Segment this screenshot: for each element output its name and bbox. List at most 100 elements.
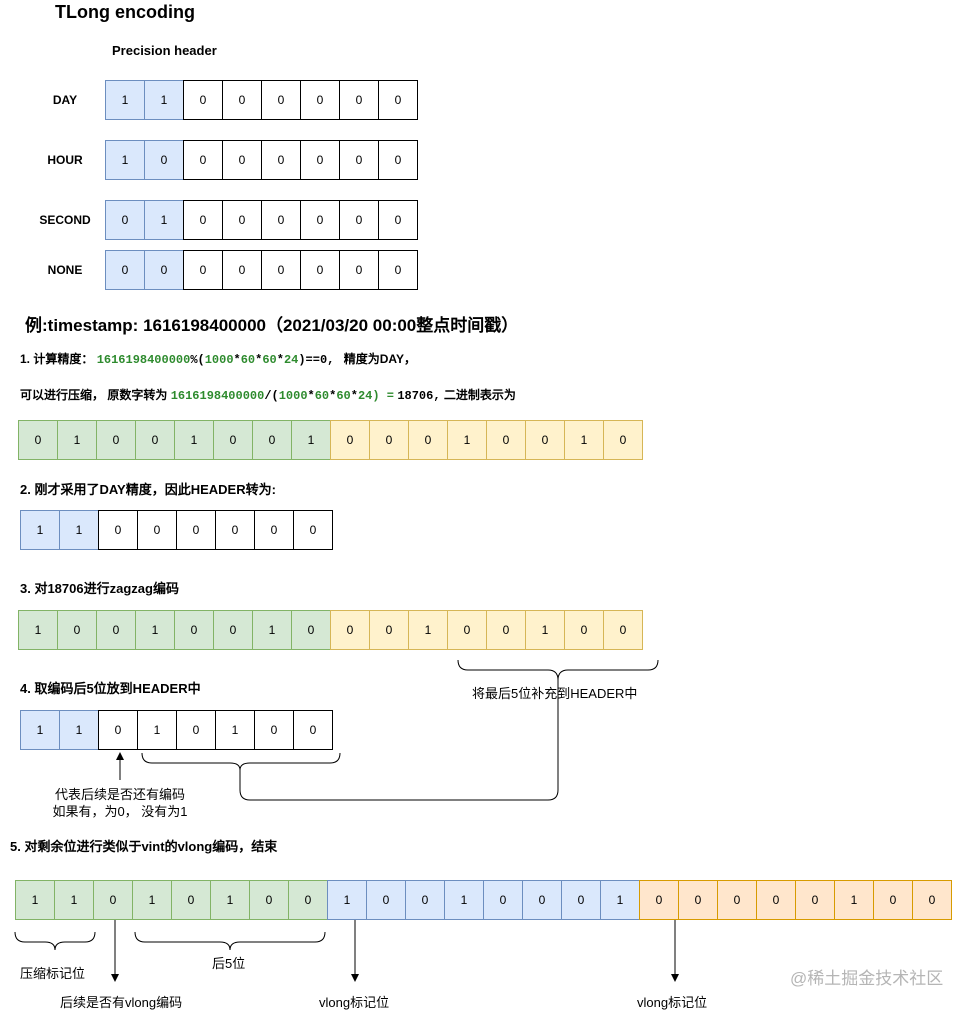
step1-op-mod: %( — [190, 353, 205, 367]
bit-cell: 0 — [137, 510, 177, 550]
bit-cell: 0 — [93, 880, 133, 920]
bit-cell: 0 — [261, 140, 301, 180]
bit-cell: 0 — [639, 880, 679, 920]
bit-cell: 0 — [261, 80, 301, 120]
step1-60a: 60 — [240, 353, 256, 367]
bit-cell: 0 — [252, 420, 292, 460]
bit-cell: 0 — [912, 880, 952, 920]
bit-cell: 0 — [378, 140, 418, 180]
watermark: @稀土掘金技术社区 — [790, 969, 944, 988]
step1-1000: 1000 — [204, 353, 234, 367]
step1-line: 1. 计算精度： 1616198400000%(1000*60*60*24)==… — [20, 350, 416, 367]
label-compress-flag: 压缩标记位 — [20, 966, 86, 981]
bit-cell: 1 — [408, 610, 448, 650]
step1b-number: 1616198400000 — [170, 389, 265, 403]
step1b-mul3: * — [350, 389, 358, 403]
bit-cell: 1 — [600, 880, 640, 920]
bit-cell: 1 — [252, 610, 292, 650]
bit-cell: 0 — [222, 80, 262, 120]
bit-cell: 1 — [291, 420, 331, 460]
bit-cell: 0 — [564, 610, 604, 650]
bit-cell: 0 — [378, 250, 418, 290]
bit-cell: 0 — [222, 140, 262, 180]
step1b-1000: 1000 — [278, 389, 308, 403]
header-caption: Precision header — [112, 43, 217, 58]
bit-cell: 1 — [215, 710, 255, 750]
bit-cell: 0 — [144, 250, 184, 290]
bit-cell: 0 — [369, 420, 409, 460]
bit-cell: 0 — [678, 880, 718, 920]
bit-cell: 0 — [261, 200, 301, 240]
bit-cell: 0 — [339, 200, 379, 240]
bit-cell: 0 — [522, 880, 562, 920]
bit-cell: 0 — [18, 420, 58, 460]
bit-cell: 0 — [293, 710, 333, 750]
step1-mul3: * — [276, 353, 284, 367]
bit-cell: 0 — [300, 140, 340, 180]
label-more-vlong: 后续是否有vlong编码 — [60, 995, 183, 1010]
bit-cell: 0 — [183, 80, 223, 120]
bit-cell: 1 — [54, 880, 94, 920]
bit-cell: 0 — [330, 610, 370, 650]
bit-cell: 0 — [486, 420, 526, 460]
bit-cell: 0 — [339, 250, 379, 290]
bit-cell: 1 — [59, 710, 99, 750]
bit-cell: 0 — [603, 420, 643, 460]
bit-cell: 0 — [330, 420, 370, 460]
label-vlong-flag-1: vlong标记位 — [319, 995, 390, 1010]
bit-cell: 0 — [293, 510, 333, 550]
step4-note-line2: 如果有，为0， 没有为1 — [52, 804, 188, 819]
step1b-result: 18706, — [397, 389, 441, 403]
step2-text: 2. 刚才采用了DAY精度，因此HEADER转为: — [20, 482, 276, 497]
step4-connector-line — [239, 680, 559, 801]
bit-cell: 0 — [525, 420, 565, 460]
bit-cell: 0 — [183, 140, 223, 180]
step1b-60a: 60 — [314, 389, 330, 403]
bit-cell: 1 — [327, 880, 367, 920]
step4-last5-brace — [141, 752, 341, 771]
step1b-60b: 60 — [336, 389, 351, 403]
step4-note-line1: 代表后续是否还有编码 — [54, 787, 185, 802]
bit-cell: 1 — [137, 710, 177, 750]
bit-cell: 0 — [795, 880, 835, 920]
label-vlong-flag-2: vlong标记位 — [637, 995, 708, 1010]
bit-cell: 0 — [98, 710, 138, 750]
bit-cell: 1 — [447, 420, 487, 460]
bit-cell: 0 — [174, 610, 214, 650]
bit-cell: 1 — [20, 510, 60, 550]
bit-cell: 0 — [213, 420, 253, 460]
bit-cell: 0 — [339, 140, 379, 180]
bit-cell: 0 — [98, 510, 138, 550]
bit-cell: 0 — [261, 250, 301, 290]
step1-number: 1616198400000 — [96, 353, 191, 367]
bit-cell: 1 — [564, 420, 604, 460]
bit-cell: 0 — [171, 880, 211, 920]
example-heading: 例:timestamp: 1616198400000（2021/03/20 00… — [25, 316, 519, 335]
bit-cell: 0 — [378, 80, 418, 120]
step1b-24: 24 — [357, 389, 373, 403]
bit-cell: 0 — [183, 250, 223, 290]
bit-cell: 0 — [300, 80, 340, 120]
step1b-prefix: 可以进行压缩， 原数字转为 — [20, 388, 168, 402]
bit-cell: 0 — [378, 200, 418, 240]
bit-cell: 0 — [222, 250, 262, 290]
step3-text: 3. 对18706进行zagzag编码 — [20, 581, 179, 596]
step1-mul2: * — [255, 353, 263, 367]
bit-cell: 0 — [369, 610, 409, 650]
bit-cell: 1 — [59, 510, 99, 550]
bit-cell: 1 — [525, 610, 565, 650]
precision-label-day: DAY — [52, 93, 78, 107]
step3-last5-brace — [457, 659, 659, 681]
bit-cell: 1 — [135, 610, 175, 650]
step1b-mul2: * — [329, 389, 337, 403]
label-last5: 后5位 — [212, 956, 246, 971]
bit-cell: 1 — [15, 880, 55, 920]
